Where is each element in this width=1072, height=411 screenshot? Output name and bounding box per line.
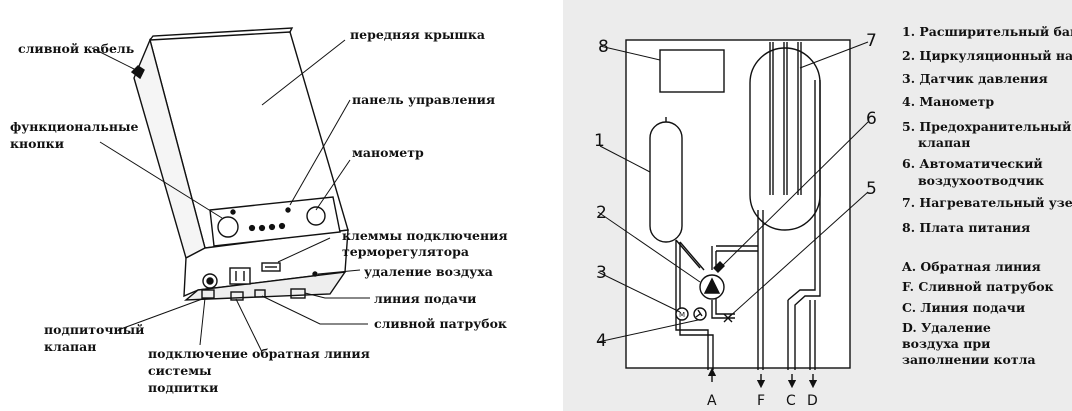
number-4: 4 bbox=[596, 331, 607, 351]
legend-item-2: 2. Циркуляционный насос bbox=[902, 48, 1072, 63]
legend-item-4: 4. Манометр bbox=[902, 94, 994, 109]
label-makeup-valve-1: подпиточный bbox=[44, 322, 144, 337]
legend-letter-f: F. Сливной патрубок bbox=[902, 279, 1054, 294]
letter-a: A bbox=[707, 393, 717, 409]
label-makeup-conn-3: подпитки bbox=[148, 380, 218, 395]
label-terminals-1: клеммы подключения bbox=[342, 228, 508, 243]
legend-letter-d-cont1: воздуха при bbox=[902, 336, 990, 351]
manometer-dial bbox=[306, 206, 326, 226]
legend-item-6: 6. Автоматический bbox=[902, 156, 1043, 171]
label-terminals-2: терморегулятора bbox=[342, 244, 469, 259]
number-5: 5 bbox=[866, 179, 877, 199]
legend-letter-c: C. Линия подачи bbox=[902, 300, 1025, 315]
label-makeup-conn-1: подключение bbox=[148, 346, 248, 361]
number-6: 6 bbox=[866, 109, 877, 129]
label-makeup-valve-2: клапан bbox=[44, 339, 96, 354]
flow-arrows bbox=[707, 367, 818, 389]
letter-d: D bbox=[807, 393, 818, 409]
label-control-panel: панель управления bbox=[352, 92, 495, 107]
label-supply-line: линия подачи bbox=[374, 291, 476, 306]
legend-letter-d: D. Удаление bbox=[902, 320, 991, 335]
power-board bbox=[659, 49, 725, 93]
boiler-illustration bbox=[130, 27, 349, 301]
legend-item-3: 3. Датчик давления bbox=[902, 71, 1048, 86]
legend-item-7: 7. Нагревательный узел bbox=[902, 195, 1072, 210]
label-air-removal: удаление воздуха bbox=[364, 264, 493, 279]
letter-f: F bbox=[757, 393, 765, 409]
schematic bbox=[625, 39, 851, 370]
legend-item-8: 8. Плата питания bbox=[902, 220, 1030, 235]
label-makeup-conn-2: системы bbox=[148, 363, 212, 378]
number-7: 7 bbox=[866, 31, 877, 51]
letter-c: C bbox=[786, 393, 796, 409]
legend-item-5: 5. Предохранительный bbox=[902, 119, 1071, 134]
number-2: 2 bbox=[596, 203, 607, 223]
legend-item-6-cont: воздухоотводчик bbox=[918, 173, 1044, 188]
number-8: 8 bbox=[598, 37, 609, 57]
legend-letter-a: A. Обратная линия bbox=[901, 259, 1041, 274]
label-manometer: манометр bbox=[352, 145, 424, 160]
number-3: 3 bbox=[596, 263, 607, 283]
legend: 1. Расширительный бак 2. Циркуляционный … bbox=[901, 24, 1072, 367]
label-front-cover: передняя крышка bbox=[350, 27, 485, 42]
legend-item-1: 1. Расширительный бак bbox=[902, 24, 1072, 39]
schematic-letters: A F C D bbox=[707, 393, 818, 409]
schematic-leaders bbox=[597, 41, 869, 343]
legend-letter-d-cont2: заполнении котла bbox=[902, 352, 1036, 367]
expansion-tank bbox=[649, 121, 683, 243]
left-leader-lines bbox=[91, 39, 370, 353]
number-1: 1 bbox=[594, 131, 605, 151]
gauge-letter: M bbox=[679, 311, 685, 319]
heating-unit bbox=[749, 47, 821, 231]
left-labels: сливной кабель передняя крышка панель уп… bbox=[10, 27, 508, 395]
label-drain-cable: сливной кабель bbox=[18, 41, 134, 56]
label-function-buttons-1: функциональные bbox=[10, 119, 139, 134]
legend-item-5-cont: клапан bbox=[918, 135, 970, 150]
schematic-numbers: 8 1 2 3 4 5 6 7 M bbox=[594, 31, 877, 351]
label-function-buttons-2: кнопки bbox=[10, 136, 64, 151]
label-return-line: обратная линия bbox=[252, 346, 370, 361]
label-drain-pipe: сливной патрубок bbox=[374, 316, 507, 331]
